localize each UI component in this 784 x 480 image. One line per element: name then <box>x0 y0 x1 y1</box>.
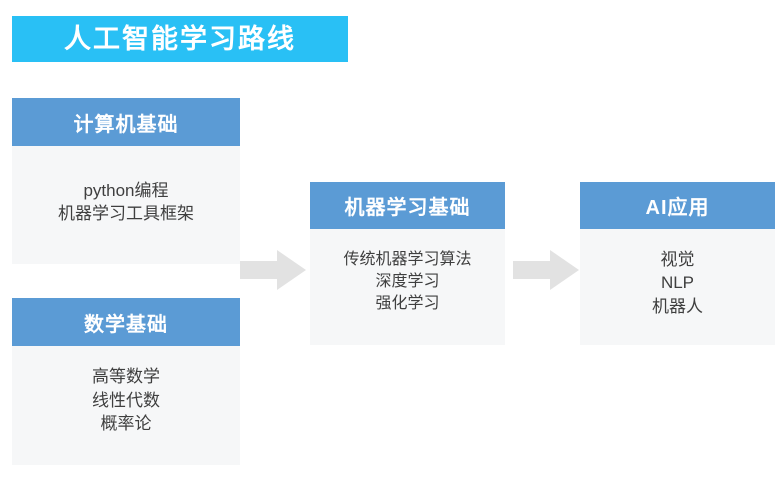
list-item: python编程 <box>83 180 169 200</box>
list-item: 视觉 <box>660 249 695 269</box>
card-computer-basics-header: 计算机基础 <box>12 98 240 146</box>
card-ai-applications-header: AI应用 <box>580 182 775 229</box>
list-item: 深度学习 <box>375 272 440 290</box>
list-item: 强化学习 <box>375 295 440 313</box>
card-computer-basics: 计算机基础 python编程 机器学习工具框架 <box>12 98 240 264</box>
list-item: 传统机器学习算法 <box>343 250 472 268</box>
card-machine-learning-basics: 机器学习基础 传统机器学习算法 深度学习 强化学习 <box>310 182 505 345</box>
card-ai-applications-body: 视觉 NLP 机器人 <box>580 229 775 345</box>
card-math-basics-header: 数学基础 <box>12 298 240 346</box>
card-ai-applications: AI应用 视觉 NLP 机器人 <box>580 182 775 345</box>
card-machine-learning-basics-header: 机器学习基础 <box>310 182 505 229</box>
arrow-right-icon <box>240 248 306 292</box>
page-title-banner: 人工智能学习路线 <box>12 16 348 62</box>
list-item: 概率论 <box>100 414 152 434</box>
card-math-basics: 数学基础 高等数学 线性代数 概率论 <box>12 298 240 465</box>
list-item: 机器学习工具框架 <box>58 204 194 223</box>
list-item: NLP <box>660 273 695 293</box>
card-machine-learning-basics-body: 传统机器学习算法 深度学习 强化学习 <box>310 229 505 345</box>
card-computer-basics-body: python编程 机器学习工具框架 <box>12 146 240 264</box>
arrow-right-icon <box>513 248 579 292</box>
list-item: 机器人 <box>652 296 703 316</box>
list-item: 线性代数 <box>92 390 160 410</box>
list-item: 高等数学 <box>92 367 160 387</box>
card-math-basics-body: 高等数学 线性代数 概率论 <box>12 346 240 465</box>
page-title: 人工智能学习路线 <box>64 23 296 54</box>
